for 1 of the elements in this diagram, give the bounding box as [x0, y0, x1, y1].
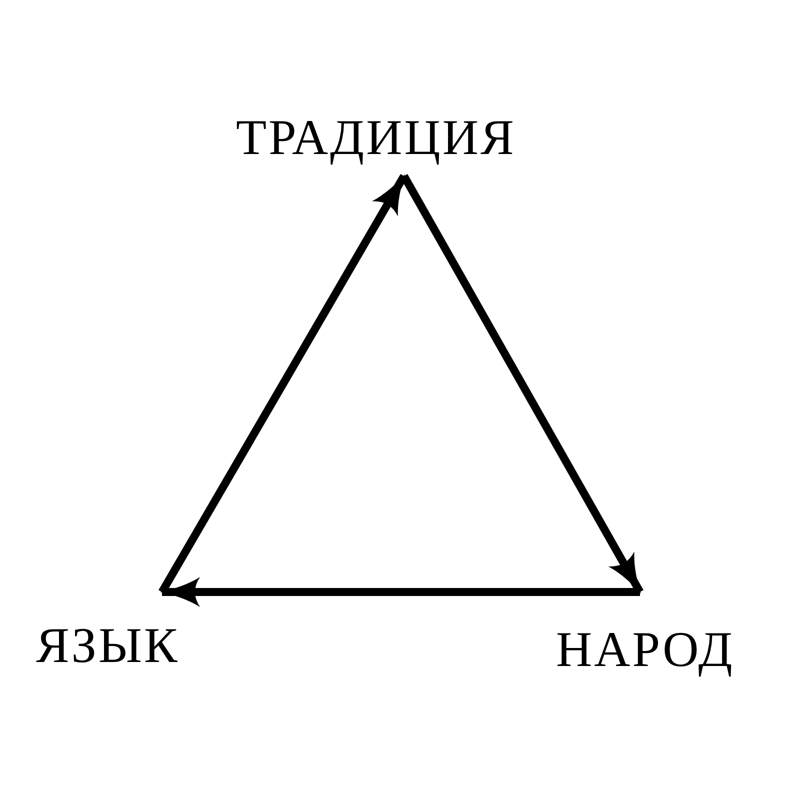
node-label: ЯЗЫК [36, 620, 180, 670]
